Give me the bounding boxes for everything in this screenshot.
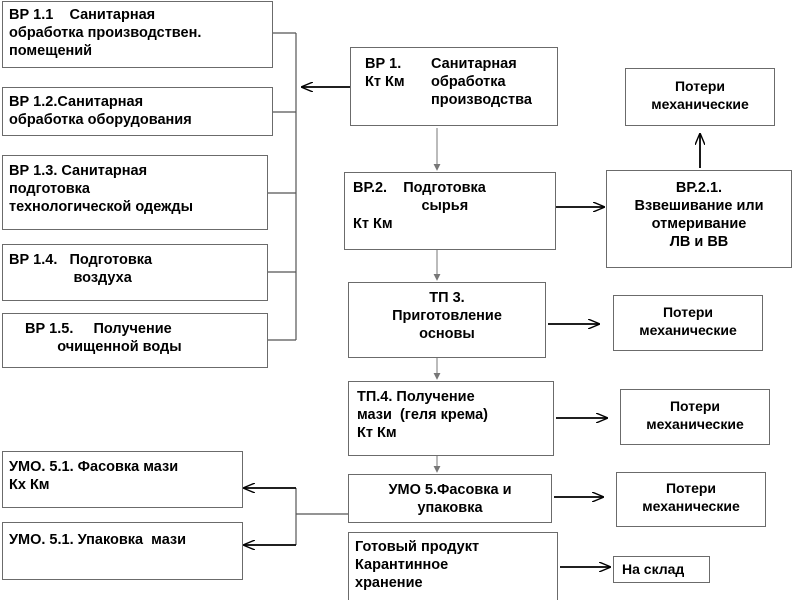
box-text-line: ВР.2.1. xyxy=(675,180,723,196)
vr1-code: ВР 1. Кт Км xyxy=(365,55,405,91)
box-text-line: Потери xyxy=(674,78,726,94)
box-loss-tp3: Потери механические xyxy=(613,295,763,351)
box-text-line: ВР 1. xyxy=(365,56,402,72)
box-text-line: ТП 3. xyxy=(429,290,465,306)
box-text-line: обработка xyxy=(431,74,506,90)
vr1-title: Санитарная обработка производства xyxy=(431,55,532,109)
box-text-line: механические xyxy=(651,96,749,112)
box-text-line: ТП.4. Получение xyxy=(357,389,475,405)
box-finished-product: Готовый продукт Карантинное хранение xyxy=(348,532,558,600)
box-text-line: обработка производствен. xyxy=(9,25,202,41)
box-text-line: упаковка xyxy=(417,500,483,516)
box-text-line: мази (геля крема) xyxy=(357,407,489,423)
box-tp4: ТП.4. Получение мази (геля крема) Кт Км xyxy=(348,381,554,456)
box-text-line: Кт Км xyxy=(357,425,397,441)
box-text-line: ВР 1.2.Санитарная xyxy=(9,94,144,110)
box-loss-top: Потери механические xyxy=(625,68,775,126)
box-text-line: УМО. 5.1. Упаковка мази xyxy=(9,532,187,548)
box-text-line: хранение xyxy=(355,575,423,591)
box-text-line: помещений xyxy=(9,43,93,59)
box-vr1-3: ВР 1.3. Санитарная подготовка технологич… xyxy=(2,155,268,230)
box-text-line: подготовка xyxy=(9,181,90,197)
box-vr1-4: ВР 1.4. Подготовка воздуха xyxy=(2,244,268,301)
box-vr1-5: ВР 1.5. Получение очищенной воды xyxy=(2,313,268,368)
box-text-line: ЛВ и ВВ xyxy=(669,234,729,250)
box-text-line: Кх Км xyxy=(9,477,50,493)
box-text-line: ВР 1.4. Подготовка xyxy=(9,252,153,268)
box-text-line: На склад xyxy=(622,561,685,577)
box-vr2-1: ВР.2.1. Взвешивание или отмеривание ЛВ и… xyxy=(606,170,792,268)
box-text-line: Потери xyxy=(665,480,717,496)
box-text-line: ВР 1.5. Получение xyxy=(25,321,172,337)
box-text-line: УМО 5.Фасовка и xyxy=(388,482,512,498)
box-text-line: механические xyxy=(639,322,737,338)
box-umo5-1-wrapping-ointment: УМО. 5.1. Упаковка мази xyxy=(2,522,243,580)
box-text-line: технологической одежды xyxy=(9,199,193,215)
box-text-line: механические xyxy=(646,416,744,432)
box-vr1: ВР 1. Кт Км Санитарная обработка произво… xyxy=(350,47,558,126)
box-text-line: ВР.2. Подготовка xyxy=(353,180,486,196)
box-text-line: Потери xyxy=(669,398,721,414)
box-vr1-2: ВР 1.2.Санитарная обработка оборудования xyxy=(2,87,273,136)
box-vr1-1: ВР 1.1 Санитарная обработка производстве… xyxy=(2,1,273,68)
box-umo5-1-packing-ointment: УМО. 5.1. Фасовка мази Кх Км xyxy=(2,451,243,508)
box-text-line: ВР 1.1 Санитарная xyxy=(9,7,156,23)
box-text-line: Санитарная xyxy=(431,56,517,72)
box-text-line: ВР 1.3. Санитарная xyxy=(9,163,148,179)
box-text-line: Кт Км xyxy=(365,74,405,90)
box-loss-umo5: Потери механические xyxy=(616,472,766,527)
box-text-line: отмеривание xyxy=(651,216,747,232)
box-umo5: УМО 5.Фасовка и упаковка xyxy=(348,474,552,523)
box-text-line: Карантинное xyxy=(355,557,449,573)
box-warehouse: На склад xyxy=(613,556,710,583)
box-text-line: Потери xyxy=(662,304,714,320)
box-text-line: механические xyxy=(642,498,740,514)
box-loss-tp4: Потери механические xyxy=(620,389,770,445)
box-tp3: ТП 3. Приготовление основы xyxy=(348,282,546,358)
box-text-line: производства xyxy=(431,92,532,108)
box-text-line: сырья xyxy=(353,198,469,214)
box-vr2: ВР.2. Подготовка сырья Кт Км xyxy=(344,172,556,250)
box-text-line: воздуха xyxy=(9,270,132,286)
box-text-line: основы xyxy=(419,326,475,342)
box-text-line: Кт Км xyxy=(353,216,393,232)
box-text-line: Приготовление xyxy=(392,308,502,324)
box-text-line: Готовый продукт xyxy=(355,539,480,555)
box-text-line: УМО. 5.1. Фасовка мази xyxy=(9,459,179,475)
box-text-line: обработка оборудования xyxy=(9,112,192,128)
box-text-line: очищенной воды xyxy=(25,339,182,355)
box-text-line: Взвешивание или xyxy=(634,198,764,214)
